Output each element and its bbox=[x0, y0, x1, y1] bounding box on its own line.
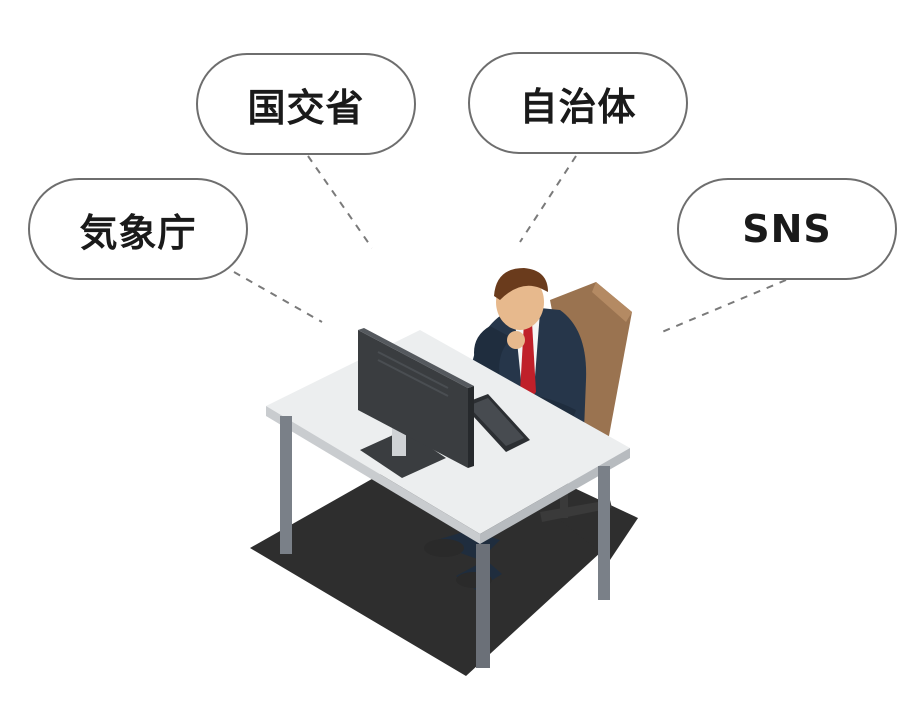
bubble-kishocho: 気象庁 bbox=[28, 178, 248, 280]
person-at-computer-desk-icon bbox=[250, 268, 638, 676]
connector-sns bbox=[661, 279, 787, 333]
bubble-sns: SNS bbox=[677, 178, 897, 280]
bubble-jichitai: 自治体 bbox=[468, 52, 688, 154]
bubble-kokkosho: 国交省 bbox=[196, 53, 416, 155]
monitor bbox=[358, 328, 474, 478]
bubble-label-kokkosho: 国交省 bbox=[247, 85, 365, 130]
connector-kokkosho bbox=[307, 155, 373, 249]
bubble-label-jichitai: 自治体 bbox=[519, 84, 637, 129]
bubble-label-kishocho: 気象庁 bbox=[79, 210, 197, 255]
connector-kishocho bbox=[233, 271, 323, 323]
connector-lines bbox=[233, 155, 787, 333]
bubble-label-sns: SNS bbox=[742, 207, 832, 251]
connector-jichitai bbox=[519, 155, 577, 243]
keyboard bbox=[462, 394, 530, 452]
